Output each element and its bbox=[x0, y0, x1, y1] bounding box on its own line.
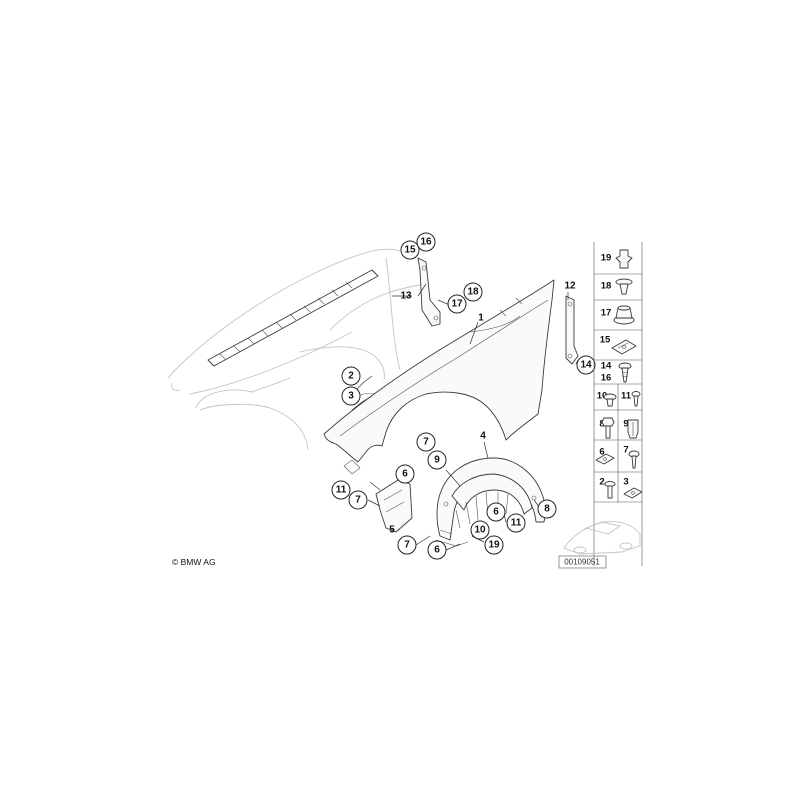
callout-6[interactable]: 6 bbox=[427, 540, 447, 560]
front-fender bbox=[323, 279, 555, 475]
svg-text:7: 7 bbox=[355, 495, 361, 506]
callout-3[interactable]: 3 bbox=[341, 386, 361, 406]
svg-text:10: 10 bbox=[474, 525, 486, 536]
callout-11[interactable]: 11 bbox=[331, 480, 351, 500]
side-num-8: 8 bbox=[599, 419, 604, 430]
clip-nut-icon bbox=[595, 453, 615, 465]
callout-17[interactable]: 17 bbox=[447, 294, 467, 314]
screw-icon bbox=[631, 391, 641, 407]
callout-15[interactable]: 15 bbox=[400, 240, 420, 260]
push-rivet-icon bbox=[615, 249, 633, 269]
hex-bolt-icon bbox=[603, 393, 617, 407]
callout-10[interactable]: 10 bbox=[470, 520, 490, 540]
callout-18[interactable]: 18 bbox=[463, 282, 483, 302]
svg-text:14: 14 bbox=[580, 360, 592, 371]
side-num-3: 3 bbox=[623, 477, 628, 488]
side-num-7: 7 bbox=[623, 445, 628, 456]
svg-text:3: 3 bbox=[348, 391, 354, 402]
callout-14[interactable]: 14 bbox=[576, 355, 596, 375]
wheel-arch-liner bbox=[435, 457, 546, 547]
svg-text:15: 15 bbox=[404, 245, 416, 256]
callout-11[interactable]: 11 bbox=[506, 513, 526, 533]
side-num-18: 18 bbox=[601, 281, 612, 292]
svg-text:2: 2 bbox=[348, 371, 354, 382]
fender-bracket-left bbox=[417, 257, 441, 327]
diagram-id: 00109051 bbox=[564, 558, 600, 567]
side-num-15: 15 bbox=[600, 335, 611, 346]
copyright-notice: © BMW AG bbox=[172, 557, 216, 567]
svg-text:17: 17 bbox=[451, 299, 463, 310]
svg-text:7: 7 bbox=[423, 437, 429, 448]
callout-7[interactable]: 7 bbox=[397, 535, 417, 555]
svg-text:6: 6 bbox=[434, 545, 440, 556]
svg-text:9: 9 bbox=[434, 455, 440, 466]
svg-text:11: 11 bbox=[336, 485, 347, 496]
callout-8[interactable]: 8 bbox=[537, 499, 557, 519]
side-num-16: 16 bbox=[601, 373, 612, 384]
label-4: 4 bbox=[480, 431, 486, 442]
fastener-panel: 19 18 17 15 14 16 bbox=[558, 242, 643, 569]
callout-19[interactable]: 19 bbox=[484, 535, 504, 555]
hex-bolt-icon bbox=[601, 417, 615, 439]
svg-text:7: 7 bbox=[404, 540, 410, 551]
car-thumbnail-icon bbox=[563, 521, 641, 555]
hex-bolt-icon bbox=[604, 481, 616, 499]
label-1: 1 bbox=[478, 313, 484, 324]
label-12: 12 bbox=[564, 281, 576, 292]
callout-6[interactable]: 6 bbox=[395, 464, 415, 484]
fender-bracket-right bbox=[565, 295, 579, 365]
callout-2[interactable]: 2 bbox=[341, 366, 361, 386]
clip-nut-icon bbox=[611, 339, 637, 355]
callout-7[interactable]: 7 bbox=[348, 490, 368, 510]
svg-text:8: 8 bbox=[544, 504, 550, 515]
expanding-nut-icon bbox=[627, 419, 639, 439]
svg-text:6: 6 bbox=[402, 469, 408, 480]
svg-text:11: 11 bbox=[511, 518, 522, 529]
svg-text:6: 6 bbox=[493, 507, 499, 518]
label-5: 5 bbox=[389, 525, 395, 536]
side-num-9: 9 bbox=[623, 419, 628, 430]
clip-nut-icon bbox=[623, 487, 643, 499]
side-trim-strip bbox=[207, 269, 379, 367]
side-num-10: 10 bbox=[597, 391, 608, 402]
expanding-rivet-icon bbox=[615, 278, 633, 295]
callout-7[interactable]: 7 bbox=[416, 432, 436, 452]
svg-text:16: 16 bbox=[420, 237, 432, 248]
callout-9[interactable]: 9 bbox=[427, 450, 447, 470]
side-num-6: 6 bbox=[599, 447, 604, 458]
screw-icon bbox=[618, 362, 632, 383]
side-num-14: 14 bbox=[601, 361, 612, 372]
side-num-17: 17 bbox=[601, 308, 612, 319]
side-num-11: 11 bbox=[621, 391, 632, 402]
side-num-19: 19 bbox=[601, 253, 612, 264]
car-body-ghost-outline bbox=[167, 248, 421, 451]
callout-6[interactable]: 6 bbox=[486, 502, 506, 522]
side-num-2: 2 bbox=[599, 477, 604, 488]
label-13: 13 bbox=[400, 291, 412, 302]
rubber-grommet-icon bbox=[613, 305, 635, 325]
svg-text:18: 18 bbox=[467, 287, 479, 298]
svg-text:19: 19 bbox=[488, 540, 500, 551]
screw-icon bbox=[628, 450, 640, 469]
callout-16[interactable]: 16 bbox=[416, 232, 436, 252]
